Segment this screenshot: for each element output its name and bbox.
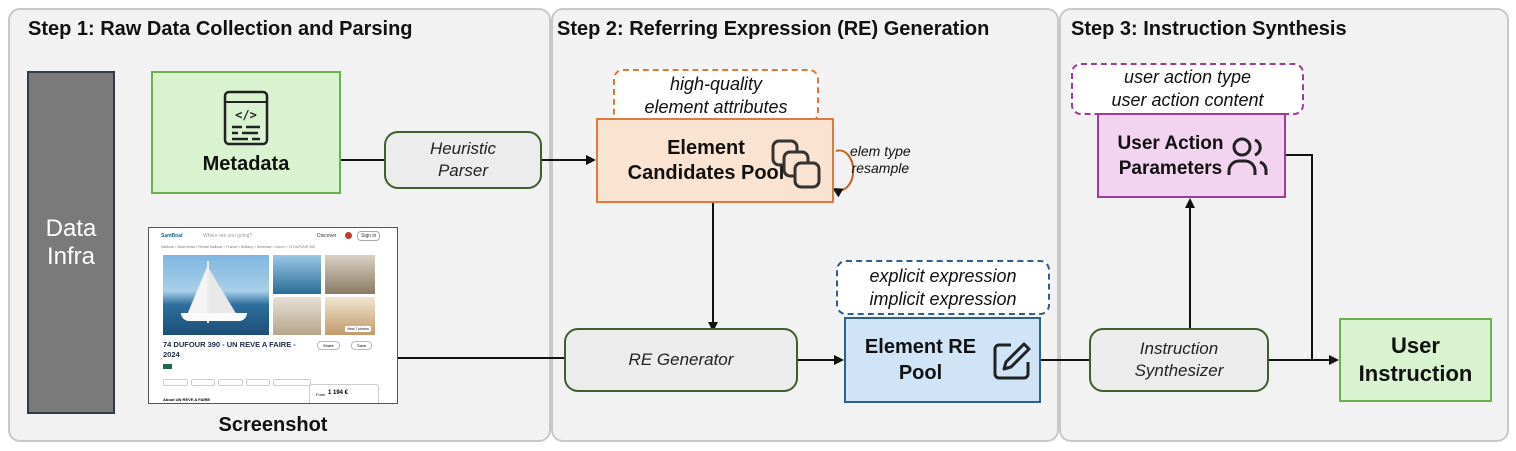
re-generator-box: RE Generator	[564, 328, 798, 392]
re-generator-label: RE Generator	[628, 350, 734, 369]
attributes-note-line2: element attributes	[644, 97, 788, 117]
re-pool-line1: Element RE	[864, 336, 977, 358]
resample-loop-arrow	[832, 149, 855, 198]
synthesizer-line2: Synthesizer	[1134, 361, 1224, 380]
resample-note-line2: resample	[851, 160, 910, 176]
mini-tag	[163, 364, 172, 369]
edit-pen-icon	[993, 342, 1031, 380]
mini-search: Where are you going?	[203, 233, 253, 239]
re-pool-box: Element RE Pool	[844, 317, 1041, 403]
user-instruction-line1: User	[1391, 333, 1440, 358]
user-instruction-line2: Instruction	[1358, 361, 1473, 386]
mini-avatar	[345, 232, 352, 239]
mini-price: 1 194 €	[328, 390, 349, 396]
metadata-box: </> Metadata	[151, 71, 341, 194]
mini-price-box: From 1 194 €	[309, 384, 379, 403]
mini-brand: SamBoat	[161, 233, 183, 239]
action-note-line2: user action content	[1111, 90, 1264, 110]
data-infra-line2: Infra	[46, 242, 96, 270]
copy-stack-icon	[771, 139, 821, 189]
user-instruction-box: User Instruction	[1339, 318, 1492, 402]
mini-photo-2	[273, 255, 321, 294]
svg-text:</>: </>	[235, 108, 257, 122]
attributes-note: high-quality element attributes	[613, 69, 819, 123]
attributes-note-line1: high-quality	[669, 74, 763, 94]
action-params-line1: User Action	[1117, 132, 1224, 154]
action-params-line2: Parameters	[1118, 157, 1223, 179]
mini-breadcrumb: Sailboat > Boat rental > Rental Sailboat…	[161, 245, 316, 249]
mini-view-all: View 7 photos	[345, 326, 371, 332]
expression-note: explicit expression implicit expression	[836, 260, 1050, 315]
screenshot-thumbnail: SamBoat Where are you going? Discover Si…	[148, 227, 398, 404]
heuristic-parser-line1: Heuristic	[429, 139, 497, 158]
action-params-box: User Action Parameters	[1097, 113, 1286, 198]
code-file-icon: </>	[223, 90, 269, 146]
resample-note: elem type resample	[850, 143, 911, 177]
candidates-pool-line1: Element	[667, 136, 745, 159]
synthesizer-box: Instruction Synthesizer	[1089, 328, 1269, 392]
heuristic-parser-line2: Parser	[437, 161, 489, 180]
screenshot-label: Screenshot	[218, 414, 328, 436]
mini-feature-row	[163, 379, 311, 386]
mini-listing-title: 74 DUFOUR 390 - UN REVE A FAIRE - 2024	[163, 340, 296, 359]
connector-params-instruction	[1286, 154, 1313, 360]
mini-price-label: From	[316, 392, 326, 397]
step3-title: Step 3: Instruction Synthesis	[1071, 18, 1347, 40]
heuristic-parser-box: Heuristic Parser	[384, 131, 542, 189]
action-note: user action type user action content	[1071, 63, 1304, 115]
data-infra-line1: Data	[45, 214, 97, 242]
users-icon	[1227, 137, 1268, 175]
resample-note-line1: elem type	[850, 143, 911, 159]
candidates-pool-line2: Candidates Pool	[627, 161, 785, 184]
step1-title: Step 1: Raw Data Collection and Parsing	[28, 18, 413, 40]
mini-signin: Sign in	[357, 231, 381, 241]
action-note-line1: user action type	[1123, 67, 1252, 87]
mini-photo-3	[325, 255, 375, 294]
step2-title: Step 2: Referring Expression (RE) Genera…	[557, 18, 990, 40]
synthesizer-line1: Instruction	[1139, 339, 1219, 358]
mini-save: Save	[351, 341, 373, 350]
data-infra-bar: Data Infra	[27, 71, 115, 414]
mini-discover: Discover	[317, 233, 337, 239]
metadata-label: Metadata	[202, 153, 290, 175]
mini-about: About UN REVE A FAIRE	[163, 397, 211, 402]
re-pool-line2: Pool	[898, 362, 943, 384]
mini-header: SamBoat Where are you going? Discover Si…	[149, 228, 397, 244]
candidates-pool-box: Element Candidates Pool	[596, 118, 834, 203]
mini-photo-main	[163, 255, 269, 335]
expression-note-line2: implicit expression	[869, 288, 1017, 309]
mini-share: Share	[317, 341, 340, 350]
expression-note-line1: explicit expression	[869, 265, 1017, 286]
mini-photo-4	[273, 297, 321, 335]
